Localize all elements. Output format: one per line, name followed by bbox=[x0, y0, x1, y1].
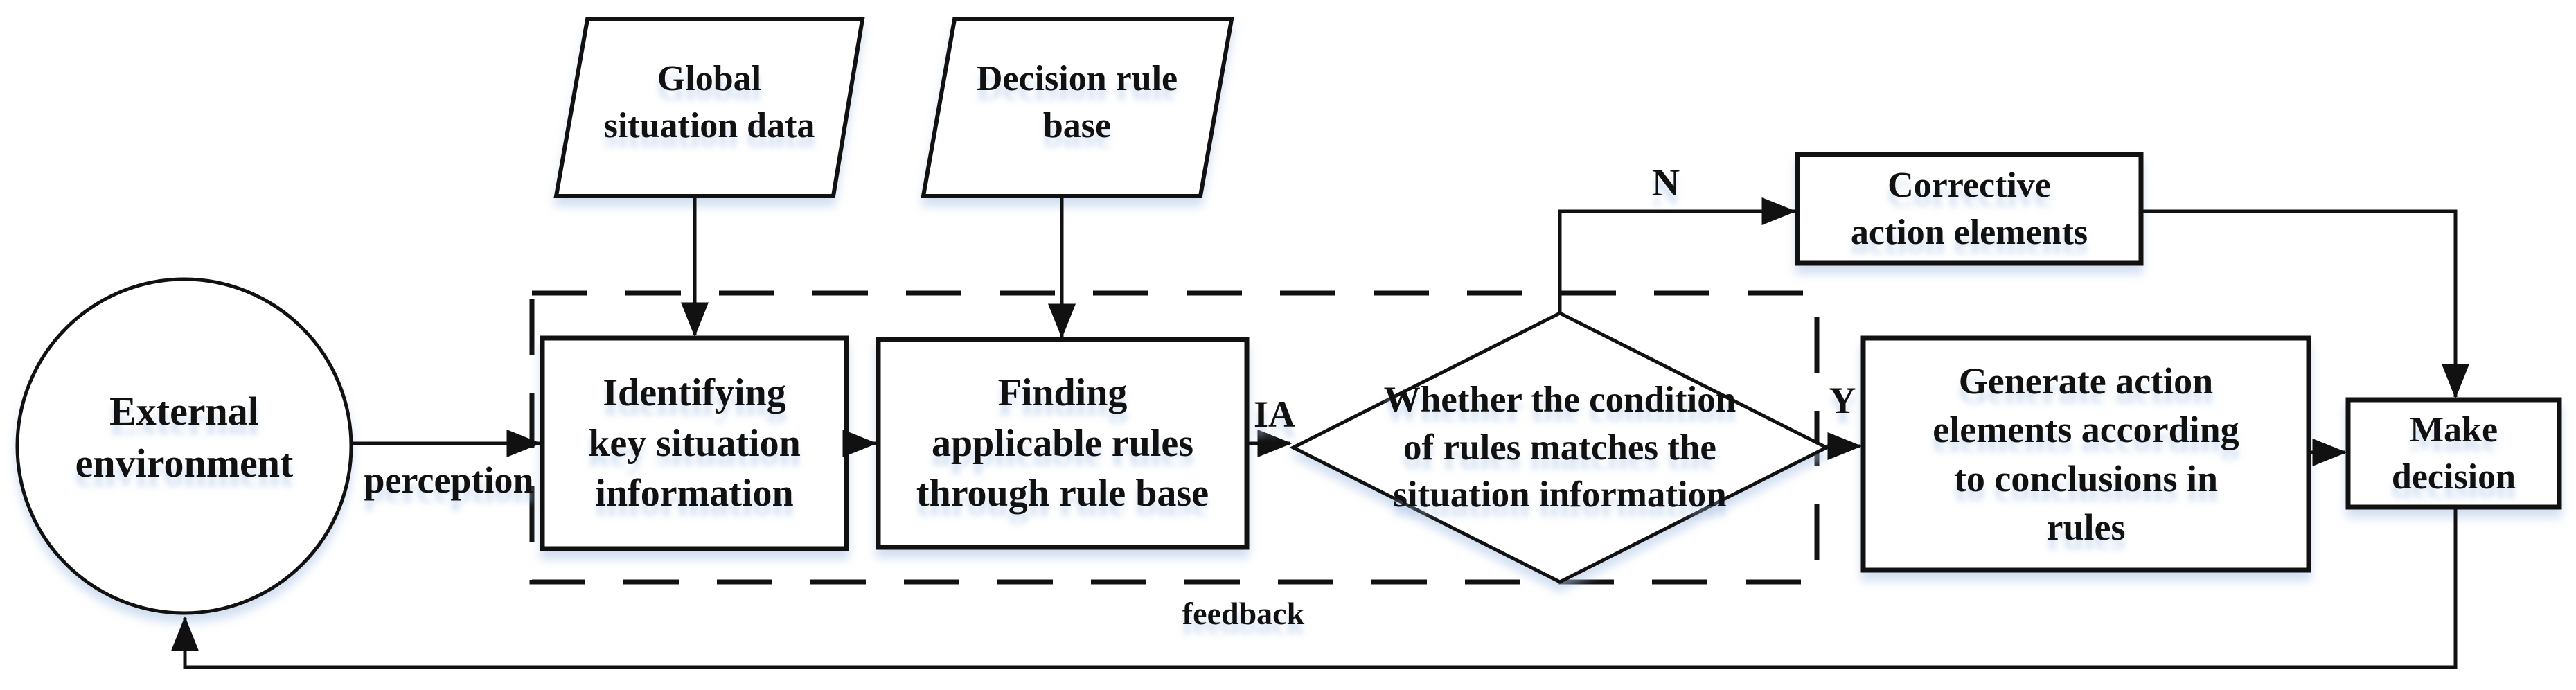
feedback-edge-label: feedback bbox=[1182, 596, 1305, 631]
node-global-situation-data bbox=[553, 17, 865, 198]
node-corrective bbox=[1795, 152, 2144, 266]
ia-edge-label: IA bbox=[1253, 393, 1295, 435]
condition-match-label: Whether the condition of rules matches t… bbox=[1383, 379, 1736, 515]
arrow-n-to-corrective bbox=[1558, 197, 1797, 313]
make-decision-label: Make decision bbox=[2391, 409, 2516, 497]
arrow-corrective-to-make-decision bbox=[2141, 209, 2469, 399]
arrow-feedback-to-environment bbox=[171, 507, 2458, 669]
external-environment-label: External environment bbox=[75, 389, 294, 486]
node-decision-rule-base bbox=[921, 17, 1234, 198]
perception-edge-label: perception bbox=[364, 459, 534, 501]
node-external-environment bbox=[15, 277, 353, 615]
decision-rule-base-label: Decision rule base bbox=[976, 59, 1178, 145]
node-make-decision bbox=[2345, 397, 2562, 510]
node-condition-match bbox=[1289, 311, 1831, 584]
y-edge-label: Y bbox=[1829, 380, 1856, 421]
node-generate bbox=[1860, 335, 2311, 573]
generate-label: Generate action elements according to co… bbox=[1933, 360, 2239, 548]
n-edge-label: N bbox=[1651, 161, 1680, 204]
identifying-label: Identifying key situation information bbox=[588, 371, 801, 515]
node-finding bbox=[876, 337, 1250, 550]
global-situation-data-label: Global situation data bbox=[603, 59, 815, 145]
corrective-label: Corrective action elements bbox=[1850, 165, 2088, 252]
finding-label: Finding applicable rules through rule ba… bbox=[916, 371, 1209, 515]
